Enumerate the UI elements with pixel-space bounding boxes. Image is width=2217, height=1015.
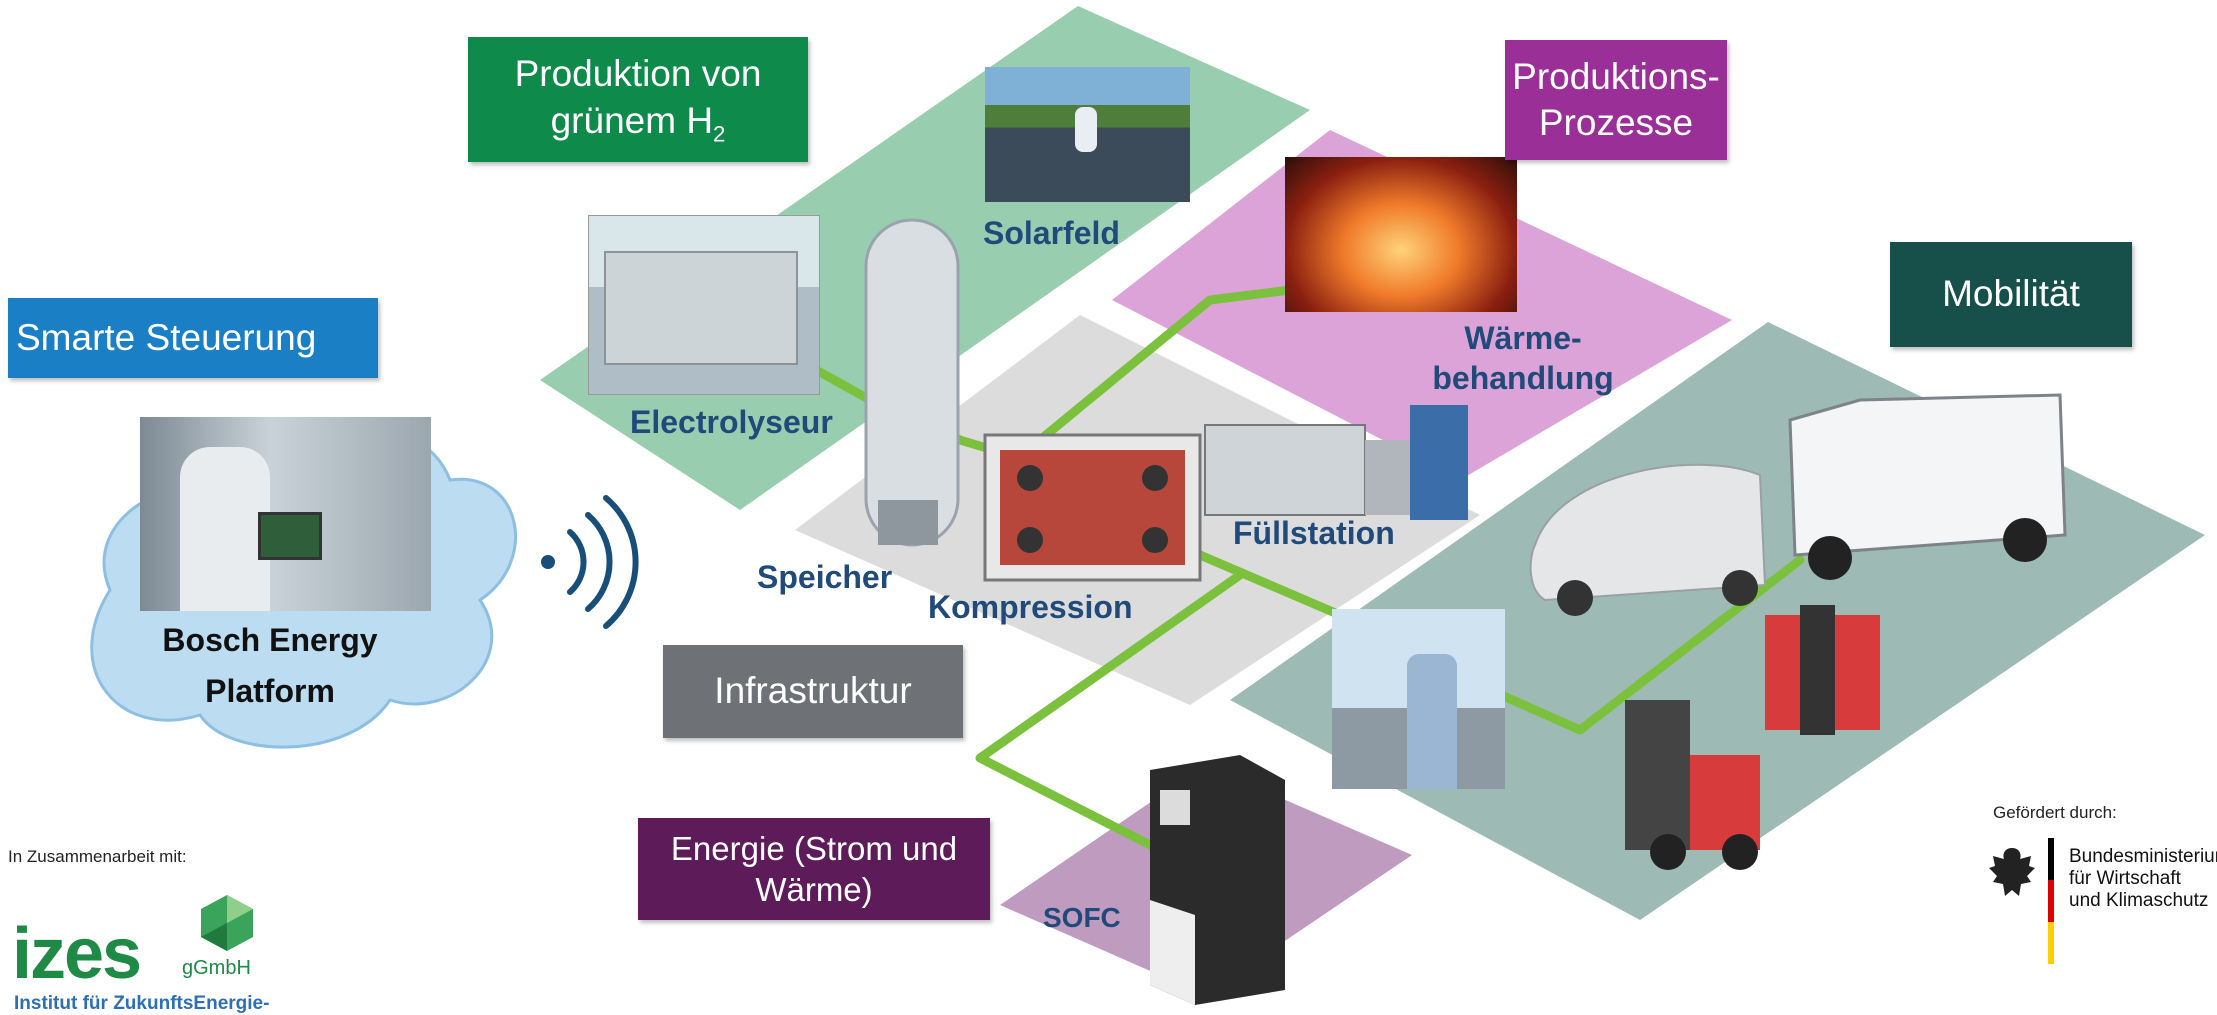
electrolyser-photo bbox=[588, 215, 820, 395]
person-refueling-icon bbox=[1407, 654, 1457, 789]
hydrogen-refuel-photo bbox=[1332, 609, 1505, 789]
heat-treatment-photo bbox=[1285, 157, 1517, 312]
funding-note: Gefördert durch: bbox=[1993, 803, 2117, 822]
smart-control-label: Smarte Steuerung bbox=[16, 316, 317, 358]
wireless-signal-icon bbox=[541, 495, 639, 629]
solar-field-photo bbox=[985, 67, 1190, 202]
energy-box-line1: Energie (Strom und bbox=[670, 829, 958, 867]
label-sofc: SOFC bbox=[1043, 902, 1121, 933]
energy-box-line2: Wärme) bbox=[755, 871, 873, 908]
production-box-line2: grünem H2 bbox=[551, 98, 726, 148]
transporter-van-icon bbox=[1788, 393, 2067, 580]
label-fuellstation: Füllstation bbox=[1233, 515, 1395, 551]
forklift-icon bbox=[1625, 700, 1760, 870]
cloud-label-line1: Bosch Energy bbox=[162, 622, 378, 658]
link-compression-sofc bbox=[975, 570, 1245, 855]
cloud-label-line2: Platform bbox=[205, 673, 335, 710]
label-waerme-line1: Wärme- bbox=[1464, 320, 1582, 356]
mobility-box-label: Mobilität bbox=[1942, 273, 2080, 315]
production-processes-box: Produktions- Prozesse bbox=[1505, 40, 1727, 160]
infrastructure-label: Infrastruktur bbox=[714, 670, 912, 712]
filling-station-icon bbox=[1204, 405, 1468, 520]
link-compression-mobility bbox=[1195, 550, 1345, 620]
energy-box: Energie (Strom und Wärme) bbox=[638, 818, 990, 920]
production-green-h2-box: Produktion von grünem H2 bbox=[468, 37, 808, 162]
tugger-icon bbox=[1765, 605, 1880, 735]
ministry-name: Bundesministerium für Wirtschaft und Kli… bbox=[2069, 846, 2217, 912]
worker-figure-icon bbox=[180, 447, 270, 611]
bosch-tablet-photo bbox=[140, 417, 431, 611]
izes-suffix: gGmbH bbox=[182, 957, 251, 979]
storage-tank-icon bbox=[864, 218, 960, 547]
label-waermebehandlung: Wärme- behandlung bbox=[1418, 318, 1628, 398]
production-box-h: grünem H bbox=[550, 99, 714, 141]
mobility-box: Mobilität bbox=[1890, 242, 2132, 347]
flag-stripe-black bbox=[2048, 838, 2054, 880]
person-figure-icon bbox=[1075, 107, 1097, 152]
ministry-line3: und Klimaschutz bbox=[2069, 889, 2209, 911]
izes-wordmark: izes bbox=[12, 914, 142, 994]
fuel-cell-car-icon bbox=[1529, 463, 1767, 616]
link-mobility-vehicles bbox=[1485, 555, 1805, 735]
smart-control-box: Smarte Steuerung bbox=[8, 298, 378, 378]
izes-tagline: Institut für ZukunftsEnergie- bbox=[14, 993, 270, 1014]
production-box-line1: Produktion von bbox=[514, 53, 762, 95]
partner-note: In Zusammenarbeit mit: bbox=[8, 847, 187, 866]
infrastructure-box: Infrastruktur bbox=[663, 645, 963, 738]
ministry-logo: Bundesministerium für Wirtschaft und Kli… bbox=[1985, 838, 2217, 978]
flag-stripe-gold bbox=[2048, 922, 2054, 964]
federal-eagle-icon bbox=[1989, 848, 2035, 896]
cloud-label: Bosch Energy Platform bbox=[140, 615, 400, 717]
tablet-icon bbox=[258, 512, 322, 560]
process-box-line2: Prozesse bbox=[1538, 102, 1694, 143]
compressor-icon bbox=[983, 433, 1202, 582]
ministry-line1: Bundesministerium bbox=[2069, 846, 2217, 867]
production-box-subscript: 2 bbox=[713, 120, 726, 146]
label-kompression: Kompression bbox=[928, 589, 1133, 625]
label-speicher: Speicher bbox=[757, 559, 893, 595]
ministry-line2: für Wirtschaft bbox=[2069, 867, 2181, 889]
process-box-line1: Produktions- bbox=[1512, 55, 1720, 97]
container-icon bbox=[604, 251, 798, 365]
label-electrolyseur: Electrolyseur bbox=[630, 404, 833, 440]
izes-hexagon-icon bbox=[201, 895, 253, 951]
flag-stripe-red bbox=[2048, 880, 2054, 922]
label-waerme-line2: behandlung bbox=[1432, 360, 1614, 396]
izes-logo: izes gGmbH Institut für ZukunftsEnergie- bbox=[12, 893, 269, 1014]
sofc-unit-icon bbox=[1150, 755, 1285, 1005]
label-solarfeld: Solarfeld bbox=[983, 215, 1120, 251]
